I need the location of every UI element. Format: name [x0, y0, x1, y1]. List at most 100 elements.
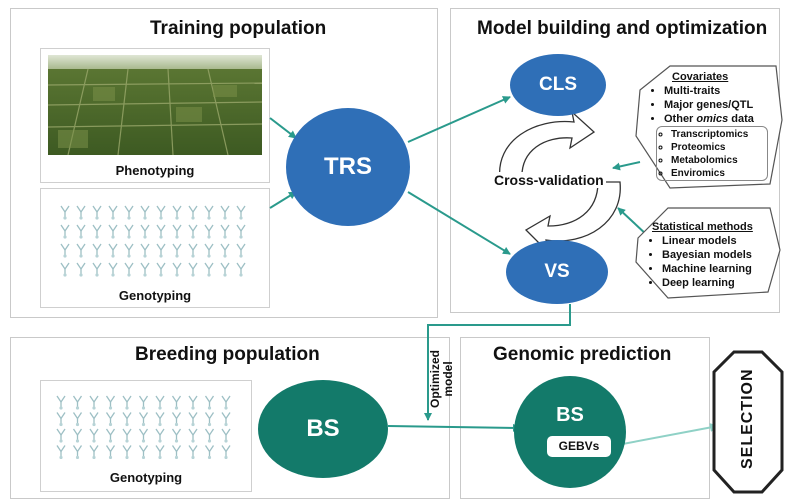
seedling-icon — [76, 205, 86, 220]
seedling-icon — [156, 205, 166, 220]
optimized-model-label: Optimized model — [428, 339, 459, 419]
seedling-icon — [204, 243, 214, 258]
training-genotyping-label: Genotyping — [118, 288, 192, 303]
seedling-icon — [72, 395, 83, 410]
breeding-genotyping-label: Genotyping — [109, 470, 183, 485]
seedling-icon — [172, 205, 182, 220]
seedling-icon — [89, 395, 99, 410]
trs-to-cls-arrow — [407, 96, 511, 143]
covariates-list: Covariates Multi-traits Major genes/QTL … — [650, 70, 778, 181]
seedling-icon — [188, 395, 198, 410]
seedling-icon — [220, 224, 230, 239]
optimized-model-line2: model — [441, 361, 455, 397]
covariate-item: Major genes/QTL — [664, 98, 778, 112]
seedling-icon — [60, 205, 70, 220]
phenotyping-label: Phenotyping — [115, 163, 195, 178]
breeding-genotyping-box: Genotyping — [40, 380, 252, 492]
seedling-icon — [204, 428, 215, 443]
seedling-icon — [138, 412, 149, 427]
omics-item: Transcriptomics — [671, 128, 767, 141]
seedling-icon — [204, 445, 215, 459]
seedling-icon — [155, 395, 165, 410]
seedling-icon — [122, 412, 132, 427]
seedling-icon — [124, 205, 134, 220]
omics-item: Proteomics — [671, 141, 767, 154]
selection-label: SELECTION — [739, 368, 756, 469]
omics-prefix: Other — [664, 113, 697, 125]
omics-item: Enviromics — [671, 167, 767, 180]
vs-node: VS — [506, 240, 608, 304]
seedling-icon — [188, 428, 198, 443]
seedling-icon — [172, 262, 182, 277]
selection-shape — [712, 350, 784, 494]
method-item: Machine learning — [662, 262, 778, 276]
model-building-title: Model building and optimization — [477, 18, 768, 39]
cross-validation-cycle — [499, 110, 621, 254]
trs-label: TRS — [324, 153, 372, 180]
seedling-icon — [236, 262, 246, 277]
seedling-icon — [221, 395, 231, 410]
optimized-model-connector — [424, 304, 571, 421]
statistical-methods-header: Statistical methods — [652, 221, 753, 233]
seedling-icon — [204, 395, 215, 410]
vs-label: VS — [544, 261, 570, 282]
seedling-icon — [188, 243, 198, 258]
seedling-icon — [92, 224, 102, 239]
method-item: Deep learning — [662, 276, 778, 290]
seedling-icon — [89, 428, 99, 443]
gebv-box: GEBVs — [547, 436, 611, 457]
seedling-icon — [92, 262, 102, 277]
gebv-label: GEBVs — [558, 439, 600, 453]
seedling-icon — [76, 243, 86, 258]
breeding-bs-label: BS — [306, 415, 340, 442]
statistical-methods-list: Statistical methods Linear models Bayesi… — [648, 220, 778, 290]
trs-node: TRS — [286, 108, 410, 226]
breeding-bs-node: BS — [258, 380, 388, 478]
seedling-icon — [122, 428, 132, 443]
cross-validation-label: Cross-validation — [492, 172, 606, 188]
seedling-icon — [221, 445, 231, 459]
seedling-icon — [105, 445, 116, 459]
seedling-icon — [138, 428, 149, 443]
seedling-icon — [56, 412, 66, 427]
seedling-icon — [72, 412, 83, 427]
statistical-methods-shape — [635, 207, 781, 299]
covariates-shape — [635, 65, 783, 189]
seedling-icon — [171, 412, 182, 427]
seedling-icon — [156, 243, 166, 258]
seedling-icon — [171, 428, 182, 443]
omics-suffix: data — [728, 113, 754, 125]
seedling-icon — [105, 412, 116, 427]
genotyping-to-trs-arrow — [269, 191, 297, 209]
seedling-icon — [76, 224, 86, 239]
seedling-icon — [188, 412, 198, 427]
seedling-icon — [221, 428, 231, 443]
seedling-icon — [92, 243, 102, 258]
breeding-population-title: Breeding population — [135, 344, 320, 365]
seedling-icon — [72, 445, 83, 459]
seedling-icon — [221, 412, 231, 427]
seedling-icon — [56, 395, 66, 410]
method-item: Linear models — [662, 234, 778, 248]
seedling-icon — [124, 243, 134, 258]
seedling-icon — [156, 262, 166, 277]
seedling-icon — [188, 205, 198, 220]
seedling-icon — [155, 445, 165, 459]
seedling-icon — [204, 205, 214, 220]
seedling-icon — [76, 262, 86, 277]
trs-to-vs-arrow — [407, 191, 511, 255]
omics-italic: omics — [696, 113, 729, 125]
plant-grid-image — [60, 205, 246, 277]
seedling-icon — [172, 224, 182, 239]
cls-node: CLS — [510, 54, 606, 116]
seedling-icon — [60, 243, 70, 258]
phenotyping-photo-box: Phenotyping — [40, 48, 270, 183]
covariate-item: Other omics data — [664, 112, 778, 126]
seedling-icon — [188, 224, 198, 239]
seedling-icon — [140, 243, 150, 258]
seedling-icon — [220, 243, 230, 258]
seedling-icon — [108, 224, 118, 239]
seedling-icon — [188, 262, 198, 277]
seedling-icon — [140, 205, 150, 220]
